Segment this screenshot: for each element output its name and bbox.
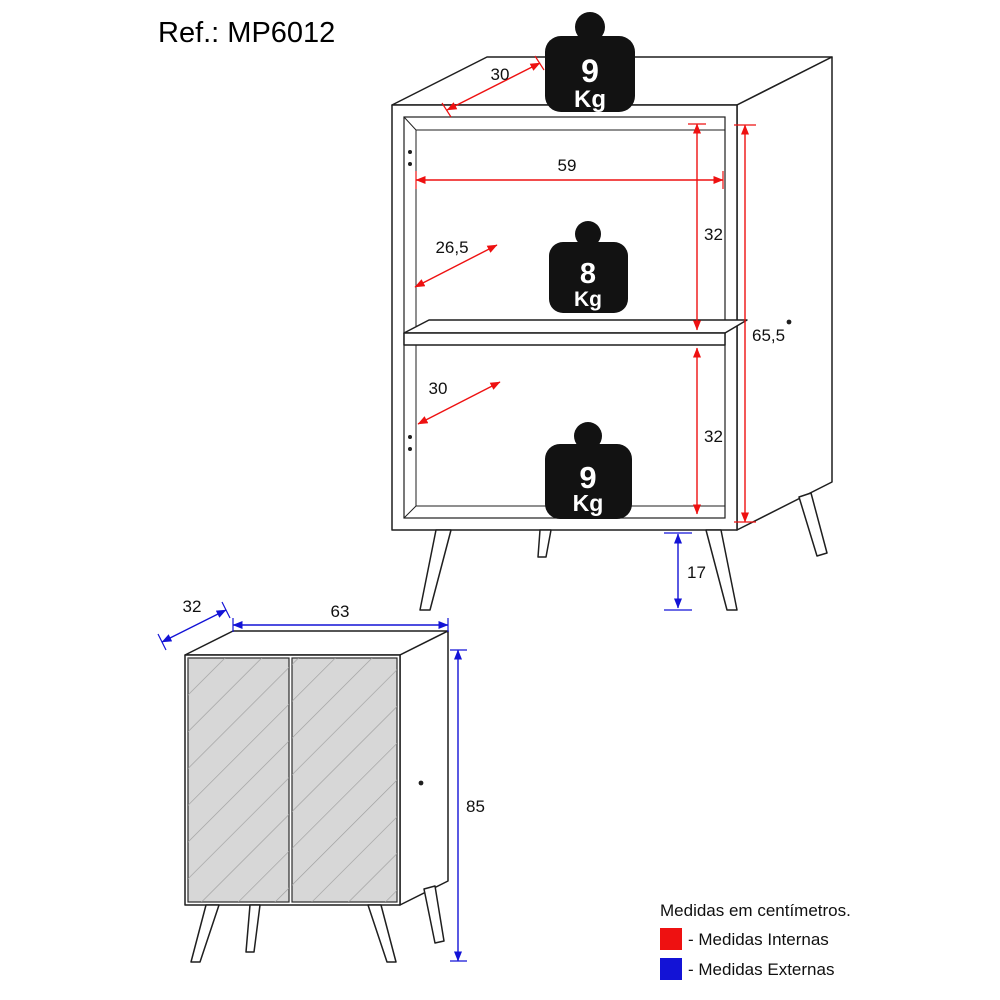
front-right-leg [367, 904, 397, 963]
closed-cabinet [184, 630, 449, 963]
open-cabinet-right-face [736, 56, 833, 531]
mirror-door-left [187, 657, 290, 903]
weight-badge-top-shelf: 9 Kg [545, 12, 635, 113]
front-left-leg [190, 904, 220, 963]
dim-lower-depth [417, 381, 501, 425]
label-inner-width: 59 [558, 156, 577, 175]
label-top-depth: 30 [491, 65, 510, 84]
weight-badge-bottom-shelf: 9 Kg [545, 422, 632, 519]
label-depth: 32 [183, 597, 202, 616]
mirror-door-right [291, 657, 398, 903]
external-color-swatch [660, 958, 682, 980]
weight-unit: Kg [573, 490, 604, 516]
side-panel-hole [418, 780, 424, 786]
back-left-leg [537, 529, 552, 558]
weight-unit: Kg [574, 288, 602, 311]
weight-value: 9 [581, 53, 599, 89]
label-width: 63 [331, 602, 350, 621]
shelf-pin-hole [408, 162, 412, 166]
interior-edge [403, 116, 417, 131]
tick [534, 55, 545, 71]
internal-dimension-labels: 30 59 32 26,5 65,5 30 32 [429, 65, 786, 446]
label-shelf-depth: 26,5 [435, 238, 468, 257]
shelf-pin-hole [408, 447, 412, 451]
side-panel-hole [786, 319, 792, 325]
back-right-leg [798, 492, 828, 557]
mirror-door-left-shine [188, 658, 289, 902]
dim-top-depth [446, 62, 541, 111]
label-inner-height: 65,5 [752, 326, 785, 345]
back-left-leg [245, 904, 261, 953]
tick [221, 601, 231, 619]
front-left-leg [419, 529, 452, 611]
shelf-pin-hole [408, 150, 412, 154]
label-upper-height: 32 [704, 225, 723, 244]
shelf-pin-hole [408, 435, 412, 439]
weight-unit: Kg [574, 86, 606, 113]
legend-internal-label: - Medidas Internas [688, 930, 829, 949]
label-leg-height: 17 [687, 563, 706, 582]
back-right-leg [423, 885, 445, 944]
label-height: 85 [466, 797, 485, 816]
legend-unit-note: Medidas em centímetros. [660, 901, 851, 920]
weight-body [549, 242, 628, 313]
weight-value: 9 [579, 460, 596, 495]
dim-shelf-depth [414, 244, 498, 288]
label-lower-height: 32 [704, 427, 723, 446]
shelf-top-surface [403, 319, 748, 334]
weight-badge-middle-shelf: 8 Kg [549, 221, 628, 313]
internal-color-swatch [660, 928, 682, 950]
weight-body [545, 36, 635, 112]
shelf-front-edge [403, 332, 726, 346]
weight-body [545, 444, 632, 519]
interior-edge [403, 505, 417, 519]
weight-value: 8 [580, 258, 596, 290]
tick [441, 102, 452, 118]
mirror-door-right-shine [292, 658, 397, 902]
tick [157, 633, 167, 651]
weight-handle [575, 12, 605, 42]
closed-cabinet-right-face [399, 630, 449, 906]
internal-dimension-lines [414, 55, 756, 523]
dim-depth [161, 609, 227, 643]
reference-code: Ref.: MP6012 [158, 17, 335, 49]
legend-external-label: - Medidas Externas [688, 960, 834, 979]
external-dimension-lines [157, 532, 692, 962]
external-dimension-labels: 17 32 63 85 [183, 563, 706, 816]
open-cabinet [391, 56, 833, 611]
weight-handle [574, 422, 602, 450]
legend: Medidas em centímetros. - Medidas Intern… [660, 901, 851, 980]
weight-handle [575, 221, 601, 247]
label-lower-depth: 30 [429, 379, 448, 398]
front-right-leg [705, 529, 738, 611]
